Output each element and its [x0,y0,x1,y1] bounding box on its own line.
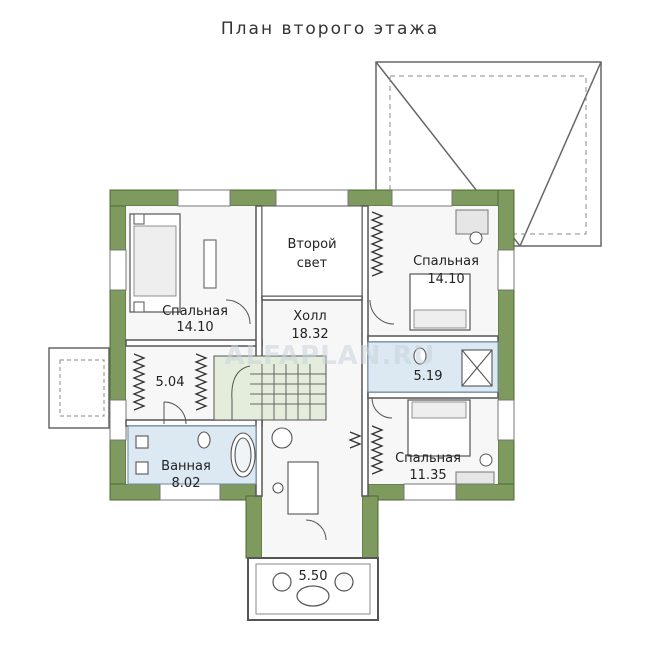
doors [163,299,395,541]
label-bedroom-ne-name: Спальная [413,254,479,269]
label-hall-area: 18.32 [291,327,328,342]
label-bathroom-w-area: 8.02 [172,476,201,491]
label-bedroom-se-name: Спальная [395,451,461,466]
label-bedroom-ne-area: 14.10 [427,272,464,287]
interior-walls [125,205,499,497]
label-second-light-line2: свет [297,256,328,271]
label-bathroom-w-name: Ванная [161,459,211,474]
west-terrace-outline [48,347,110,429]
wardrobes [132,211,384,475]
bed-nw [129,213,217,313]
hall-furniture [271,427,319,515]
label-bedroom-nw-area: 14.10 [176,320,213,335]
second-light-void [261,205,363,297]
label-bedroom-se-area: 11.35 [409,468,446,483]
watermark: ALFAPLAN.RU [224,341,435,371]
staircase [213,355,327,421]
label-bedroom-nw-name: Спальная [162,304,228,319]
label-bathroom-e-area: 5.19 [414,369,443,384]
bathroom-east-fixtures [413,347,493,387]
plan-title: План второго этажа [221,19,439,39]
bathroom-west-fixtures [135,431,256,478]
windows [109,189,515,501]
label-hall-name: Холл [293,309,326,324]
room-labels: Спальная 14.10 Второй свет Спальная 14.1… [156,237,479,584]
label-second-light-line1: Второй [287,237,336,252]
balcony [247,557,379,621]
label-balcony-area: 5.50 [299,569,328,584]
bed-ne [409,209,489,331]
label-closet-w-area: 5.04 [156,375,185,390]
bed-se [407,399,495,485]
